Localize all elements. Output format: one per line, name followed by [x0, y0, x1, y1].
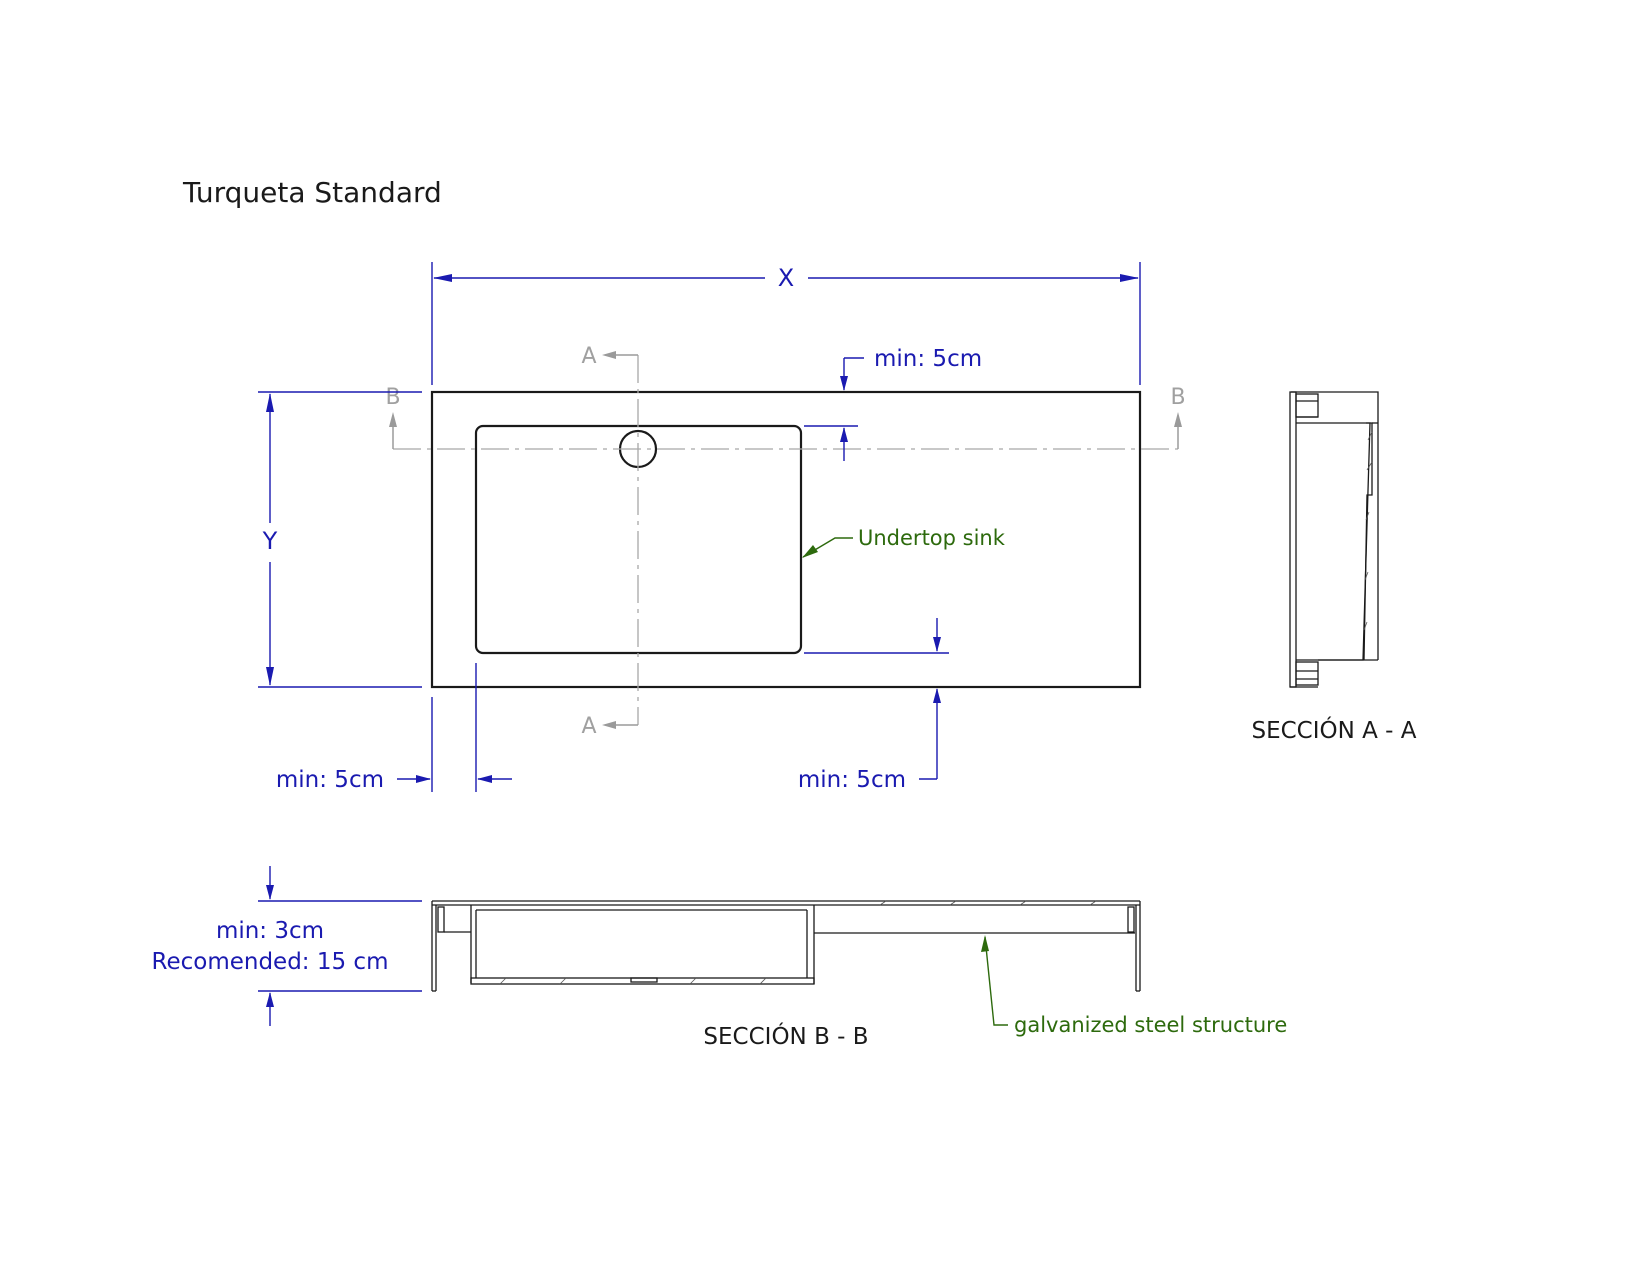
section-b-hatch-4 — [759, 977, 767, 985]
section-b-top-hatch-2 — [949, 900, 957, 906]
left-min-label: min: 5cm — [276, 767, 384, 793]
section-a-hatch-5 — [1363, 621, 1368, 631]
section-b-top-hatch-1 — [879, 900, 887, 906]
section-b-drain — [630, 977, 658, 983]
section-b-right-block — [1127, 906, 1135, 933]
sink-annotation: Undertop sink — [802, 526, 1006, 558]
left-min-arrow-left — [477, 775, 492, 783]
section-b-b: SECCIÓN B - B — [431, 900, 1141, 1050]
drawing-title: Turqueta Standard — [182, 176, 442, 209]
front-min-arrow-up — [933, 688, 941, 703]
cut-a-bottom-label: A — [581, 714, 596, 739]
x-arrow-left — [433, 274, 452, 282]
section-b-left-block — [437, 906, 445, 933]
dimension-x: X — [431, 262, 1141, 385]
thickness-arrow-down — [266, 885, 274, 900]
top-min-arrow-up — [840, 427, 848, 442]
plan-view — [430, 390, 1142, 689]
steel-annotation: galvanized steel structure — [981, 935, 1287, 1037]
section-a-back-panel — [1289, 391, 1297, 688]
cut-b-right-label: B — [1170, 385, 1185, 410]
steel-leader — [984, 936, 1008, 1026]
y-dimension-label: Y — [262, 527, 278, 555]
left-min-arrow-right — [416, 775, 431, 783]
section-b-hatch-3 — [689, 977, 697, 985]
front-min-arrow-down — [933, 637, 941, 652]
top-min-label: min: 5cm — [874, 346, 982, 372]
section-a-sink-wall — [1296, 422, 1371, 661]
section-a-top-edge — [1291, 391, 1379, 660]
sink-annotation-label: Undertop sink — [858, 526, 1006, 550]
dimension-left-edge: min: 5cm — [276, 663, 512, 793]
steel-annotation-label: galvanized steel structure — [1014, 1013, 1287, 1037]
section-b-top-hatch-4 — [1089, 900, 1097, 906]
sink-leader-arrow — [802, 545, 818, 558]
y-arrow-bottom — [266, 667, 274, 686]
cut-b-left-arrow — [389, 412, 397, 427]
x-arrow-right — [1120, 274, 1139, 282]
countertop-outline — [430, 390, 1142, 689]
cut-b-right-arrow — [1174, 412, 1182, 427]
section-a-top-block — [1295, 393, 1319, 418]
section-a-hatch-4 — [1364, 571, 1369, 581]
cut-a-bottom-arrow — [602, 721, 616, 729]
cut-a-top-label: A — [581, 344, 596, 369]
cut-a-top-arrow — [602, 351, 616, 359]
front-min-label: min: 5cm — [798, 767, 906, 793]
top-min-arrow-down — [840, 376, 848, 391]
dimension-top-edge: min: 5cm — [804, 346, 982, 461]
cut-b-left-label: B — [385, 385, 400, 410]
y-arrow-top — [266, 393, 274, 412]
section-b-hatch-2 — [559, 977, 567, 985]
section-a-hatch-1 — [1367, 431, 1373, 441]
section-a-hatch-3 — [1365, 511, 1370, 521]
x-dimension-label: X — [778, 264, 794, 292]
section-a-a: SECCIÓN A - A — [1251, 391, 1417, 744]
cutting-planes: A A B B — [385, 344, 1185, 739]
dimension-y: Y — [258, 391, 422, 688]
section-a-bottom-block — [1295, 661, 1319, 686]
dimension-front-edge: min: 5cm — [798, 618, 949, 793]
section-b-hatch-1 — [499, 977, 507, 985]
thickness-min-label: min: 3cm — [216, 918, 324, 944]
thickness-arrow-up — [266, 992, 274, 1007]
section-b-b-label: SECCIÓN B - B — [703, 1022, 868, 1050]
section-a-hatch-2 — [1366, 461, 1373, 471]
thickness-recommended-label: Recomended: 15 cm — [152, 949, 389, 975]
section-b-top-hatch-3 — [1019, 900, 1027, 906]
section-a-a-label: SECCIÓN A - A — [1251, 716, 1416, 744]
steel-leader-arrow — [981, 935, 989, 952]
dimension-thickness: min: 3cm Recomended: 15 cm — [152, 866, 422, 1026]
section-a-sink-outer-wall — [1363, 422, 1373, 661]
